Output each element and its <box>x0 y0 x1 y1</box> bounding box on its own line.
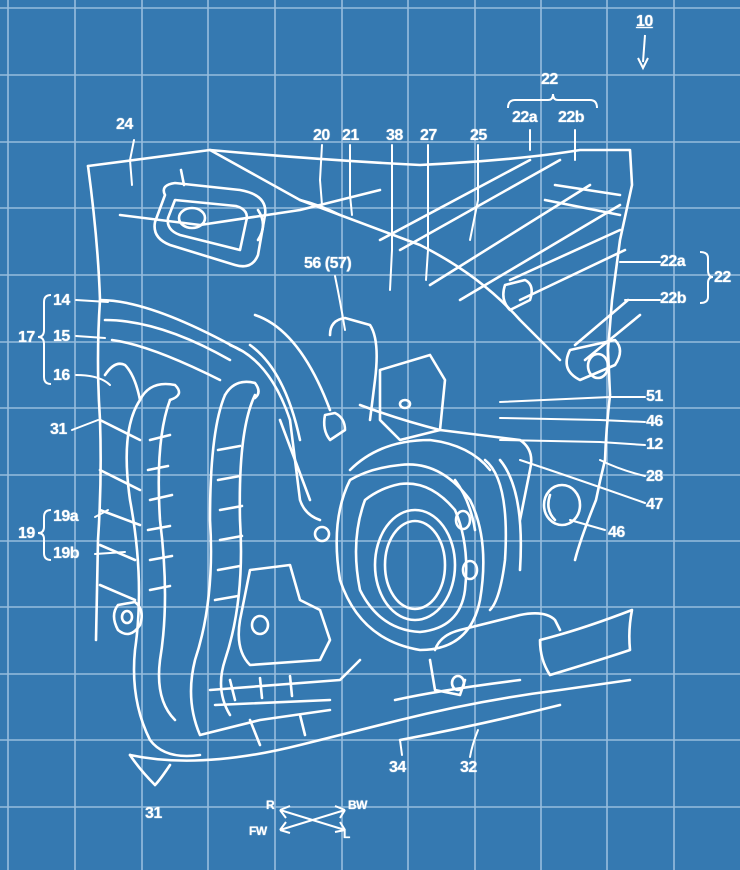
braces <box>37 93 714 561</box>
ref-label-22a-top: 22a <box>512 109 538 126</box>
ref-label-21: 21 <box>342 127 359 144</box>
ref-label-24: 24 <box>116 116 133 133</box>
ref-label-46-lower: 46 <box>608 524 625 541</box>
ref-label-31-left: 31 <box>50 421 67 438</box>
direction-label-left: L <box>343 827 350 841</box>
ref-label-46-upper: 46 <box>646 413 663 430</box>
intake-tube <box>228 313 332 543</box>
ref-label-15: 15 <box>53 328 70 345</box>
ref-label-25: 25 <box>470 127 487 144</box>
direction-label-forward: FW <box>249 824 267 838</box>
ref-label-19: 19 <box>18 525 35 542</box>
ref-label-34: 34 <box>389 759 406 776</box>
ref-label-19b: 19b <box>53 545 80 562</box>
figure-number-arrow <box>637 34 649 71</box>
leader-lines-right <box>499 261 661 531</box>
ref-label-27: 27 <box>420 127 437 144</box>
bolt-46 <box>542 483 582 527</box>
figure-number: 10 <box>636 13 653 30</box>
leader-lines-left <box>71 299 126 555</box>
ref-label-56-57: 56 (57) <box>304 255 352 272</box>
ref-label-22a-right: 22a <box>660 253 686 270</box>
ref-label-20: 20 <box>313 127 330 144</box>
leader-lines-bottom <box>399 729 479 758</box>
ref-label-16: 16 <box>53 367 70 384</box>
ref-label-14: 14 <box>53 292 70 309</box>
ref-label-12: 12 <box>646 436 663 453</box>
ref-label-22-right: 22 <box>714 269 731 286</box>
cylinder-head <box>322 316 533 522</box>
leader-lines-top <box>129 129 576 291</box>
direction-label-right: R <box>266 798 275 812</box>
ref-label-22b-right: 22b <box>660 290 687 307</box>
ref-label-32: 32 <box>460 759 477 776</box>
crankcase-cover <box>335 458 523 652</box>
direction-arrows <box>279 805 346 834</box>
ref-label-22b-top: 22b <box>558 109 585 126</box>
direction-label-backward: BW <box>348 798 368 812</box>
ref-label-17: 17 <box>18 329 35 346</box>
ref-label-19a: 19a <box>53 508 79 525</box>
ref-label-31-bottom: 31 <box>145 805 162 822</box>
filler-cap <box>153 168 267 268</box>
lower-crankcase <box>208 563 362 747</box>
subframe-22a-22b <box>378 158 642 382</box>
ref-label-47: 47 <box>646 496 663 513</box>
ref-label-51: 51 <box>646 388 663 405</box>
radiator-left <box>98 298 242 636</box>
ref-label-28: 28 <box>646 468 663 485</box>
ref-label-38: 38 <box>386 127 403 144</box>
bracket-32 <box>393 608 634 742</box>
main-frame-spar <box>118 148 562 362</box>
ref-label-22-top: 22 <box>541 71 558 88</box>
